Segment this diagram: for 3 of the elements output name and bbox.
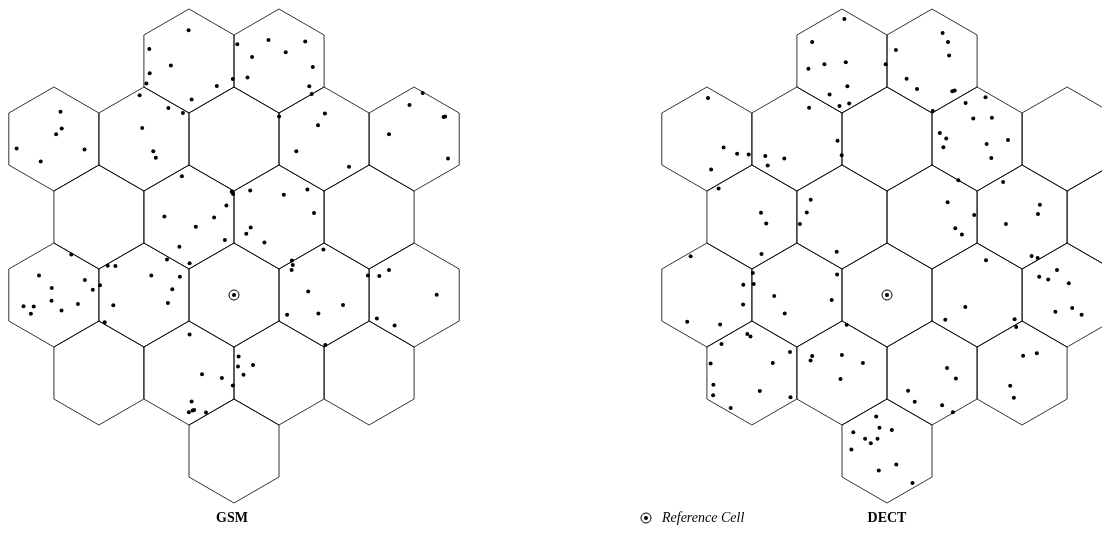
grid-caption: DECT [867,510,907,526]
grid-caption: GSM [216,510,248,526]
legend-label: Reference Cell [662,510,745,526]
